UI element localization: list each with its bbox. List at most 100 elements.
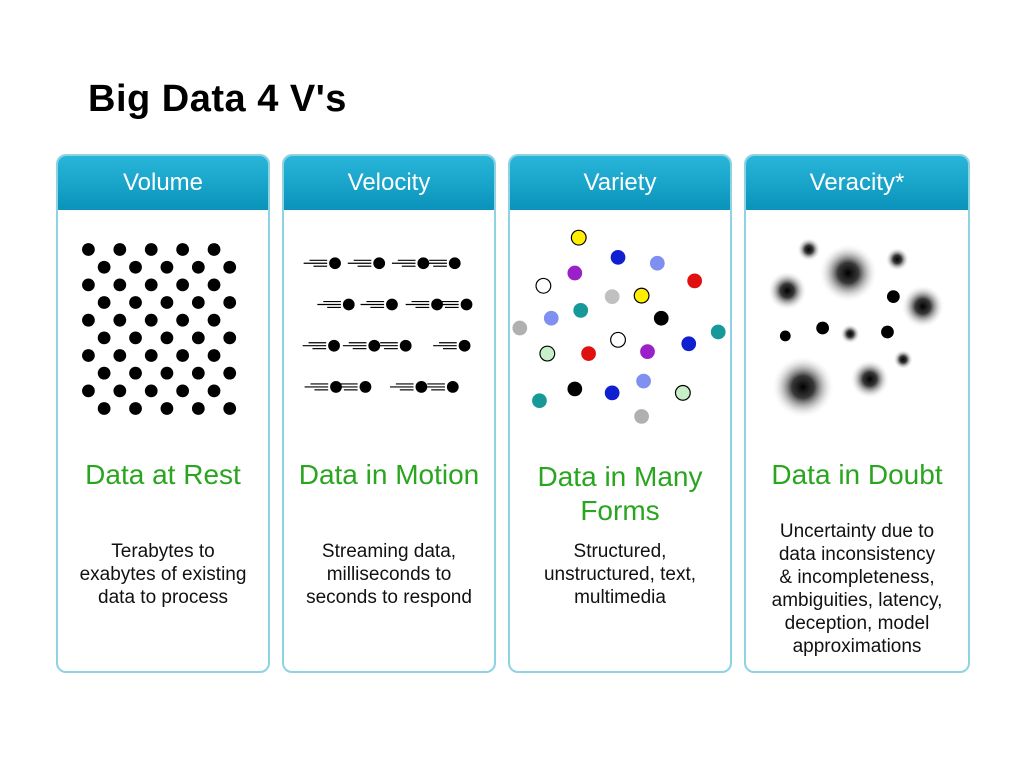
- card-subtitle-variety: Data in Many Forms: [537, 461, 703, 526]
- card-description-volume: Terabytes to exabytes of existing data t…: [79, 541, 247, 608]
- volume-dot: [207, 278, 221, 292]
- card-header-velocity: Velocity: [284, 156, 494, 210]
- volume-dot: [113, 278, 127, 292]
- veracity-dot: [779, 330, 791, 342]
- volume-dot: [160, 366, 174, 380]
- volume-dot: [191, 331, 205, 345]
- volume-dot: [223, 260, 237, 274]
- velocity-dot: [329, 257, 341, 270]
- card-header-variety: Variety: [510, 156, 730, 210]
- veracity-fuzzy-dot: [885, 247, 910, 272]
- volume-dot: [176, 313, 190, 327]
- volume-dots-illustration: [82, 243, 237, 415]
- velocity-dot: [399, 339, 412, 352]
- variety-dot: [604, 385, 620, 401]
- variety-dot: [636, 373, 651, 389]
- veracity-fuzzy-dot: [893, 349, 913, 370]
- volume-dot: [113, 349, 127, 362]
- variety-dot: [581, 346, 596, 361]
- card-description-veracity: Uncertainty due to data inconsistency & …: [771, 521, 943, 657]
- volume-dot: [129, 402, 142, 415]
- velocity-dot: [359, 381, 372, 393]
- volume-dot: [223, 331, 237, 345]
- variety-colored-dots-illustration: [512, 229, 726, 424]
- card-velocity: Velocity Data in Motion Streaming data, …: [282, 154, 496, 673]
- veracity-fuzzy-dot: [771, 355, 835, 419]
- volume-dot: [176, 278, 190, 292]
- volume-dot: [144, 384, 158, 398]
- veracity-fuzzy-dot: [797, 237, 821, 262]
- variety-dot: [532, 393, 547, 409]
- volume-dot: [207, 349, 221, 362]
- velocity-dot: [368, 339, 381, 352]
- velocity-dot: [458, 339, 471, 352]
- veracity-fuzzy-dot: [840, 324, 860, 344]
- volume-dot: [191, 260, 205, 274]
- volume-dot: [207, 313, 221, 327]
- volume-dot: [176, 384, 190, 398]
- velocity-dot: [460, 298, 473, 311]
- volume-dot: [82, 384, 95, 398]
- volume-dot: [113, 384, 127, 398]
- veracity-blurred-dots-illustration: [767, 237, 945, 419]
- variety-dot: [567, 381, 583, 397]
- variety-dot: [512, 320, 528, 336]
- volume-dot: [129, 366, 142, 380]
- variety-dot: [681, 336, 697, 352]
- volume-dot: [97, 366, 111, 380]
- variety-dot: [649, 255, 665, 271]
- variety-dot: [640, 344, 655, 359]
- volume-dot: [176, 349, 190, 362]
- veracity-fuzzy-dot: [818, 243, 878, 303]
- volume-dot: [129, 260, 142, 274]
- volume-dot: [82, 243, 95, 256]
- volume-dot: [113, 313, 127, 327]
- volume-dot: [97, 260, 111, 274]
- veracity-dot: [886, 290, 900, 303]
- volume-dot: [144, 278, 158, 292]
- volume-dot: [160, 296, 174, 309]
- volume-dot: [97, 296, 111, 309]
- volume-dot: [129, 296, 142, 309]
- volume-dot: [160, 331, 174, 345]
- variety-dot: [633, 287, 650, 304]
- volume-dot: [113, 243, 127, 256]
- velocity-dot: [448, 257, 461, 270]
- card-subtitle-veracity: Data in Doubt: [771, 459, 943, 490]
- volume-dot: [144, 349, 158, 362]
- card-subtitle-velocity: Data in Motion: [298, 459, 480, 490]
- card-volume: Volume Data at Rest Terabytes to exabyte…: [56, 154, 270, 673]
- card-subtitle-volume: Data at Rest: [85, 459, 241, 490]
- volume-dot: [191, 402, 205, 415]
- velocity-dot: [373, 257, 386, 270]
- variety-dot: [687, 273, 703, 289]
- variety-dot: [604, 289, 620, 304]
- variety-dot: [610, 331, 626, 348]
- volume-dot: [207, 243, 221, 256]
- volume-dot: [191, 366, 205, 380]
- veracity-fuzzy-dot: [901, 284, 945, 329]
- variety-dot: [543, 310, 559, 326]
- variety-dot: [674, 384, 691, 401]
- volume-dot: [160, 402, 174, 415]
- velocity-dot: [446, 381, 459, 393]
- volume-dot: [223, 366, 237, 380]
- variety-dot: [535, 277, 552, 294]
- velocity-dot: [342, 298, 355, 311]
- variety-dot: [653, 310, 669, 326]
- volume-dot: [144, 313, 158, 327]
- volume-dot: [207, 384, 221, 398]
- card-veracity: Veracity* Data in Doubt Uncertainty due …: [744, 154, 970, 673]
- volume-dot: [97, 331, 111, 345]
- volume-dot: [176, 243, 190, 256]
- variety-dot: [710, 324, 726, 340]
- volume-dot: [82, 278, 95, 292]
- volume-dot: [144, 243, 158, 256]
- velocity-motion-illustration: [302, 257, 473, 393]
- volume-dot: [223, 296, 237, 309]
- card-variety: Variety Data in Many Forms Structured, u…: [508, 154, 732, 673]
- card-header-volume: Volume: [58, 156, 268, 210]
- slide-title: Big Data 4 V's: [88, 78, 347, 120]
- volume-dot: [97, 402, 111, 415]
- variety-dot: [573, 302, 589, 318]
